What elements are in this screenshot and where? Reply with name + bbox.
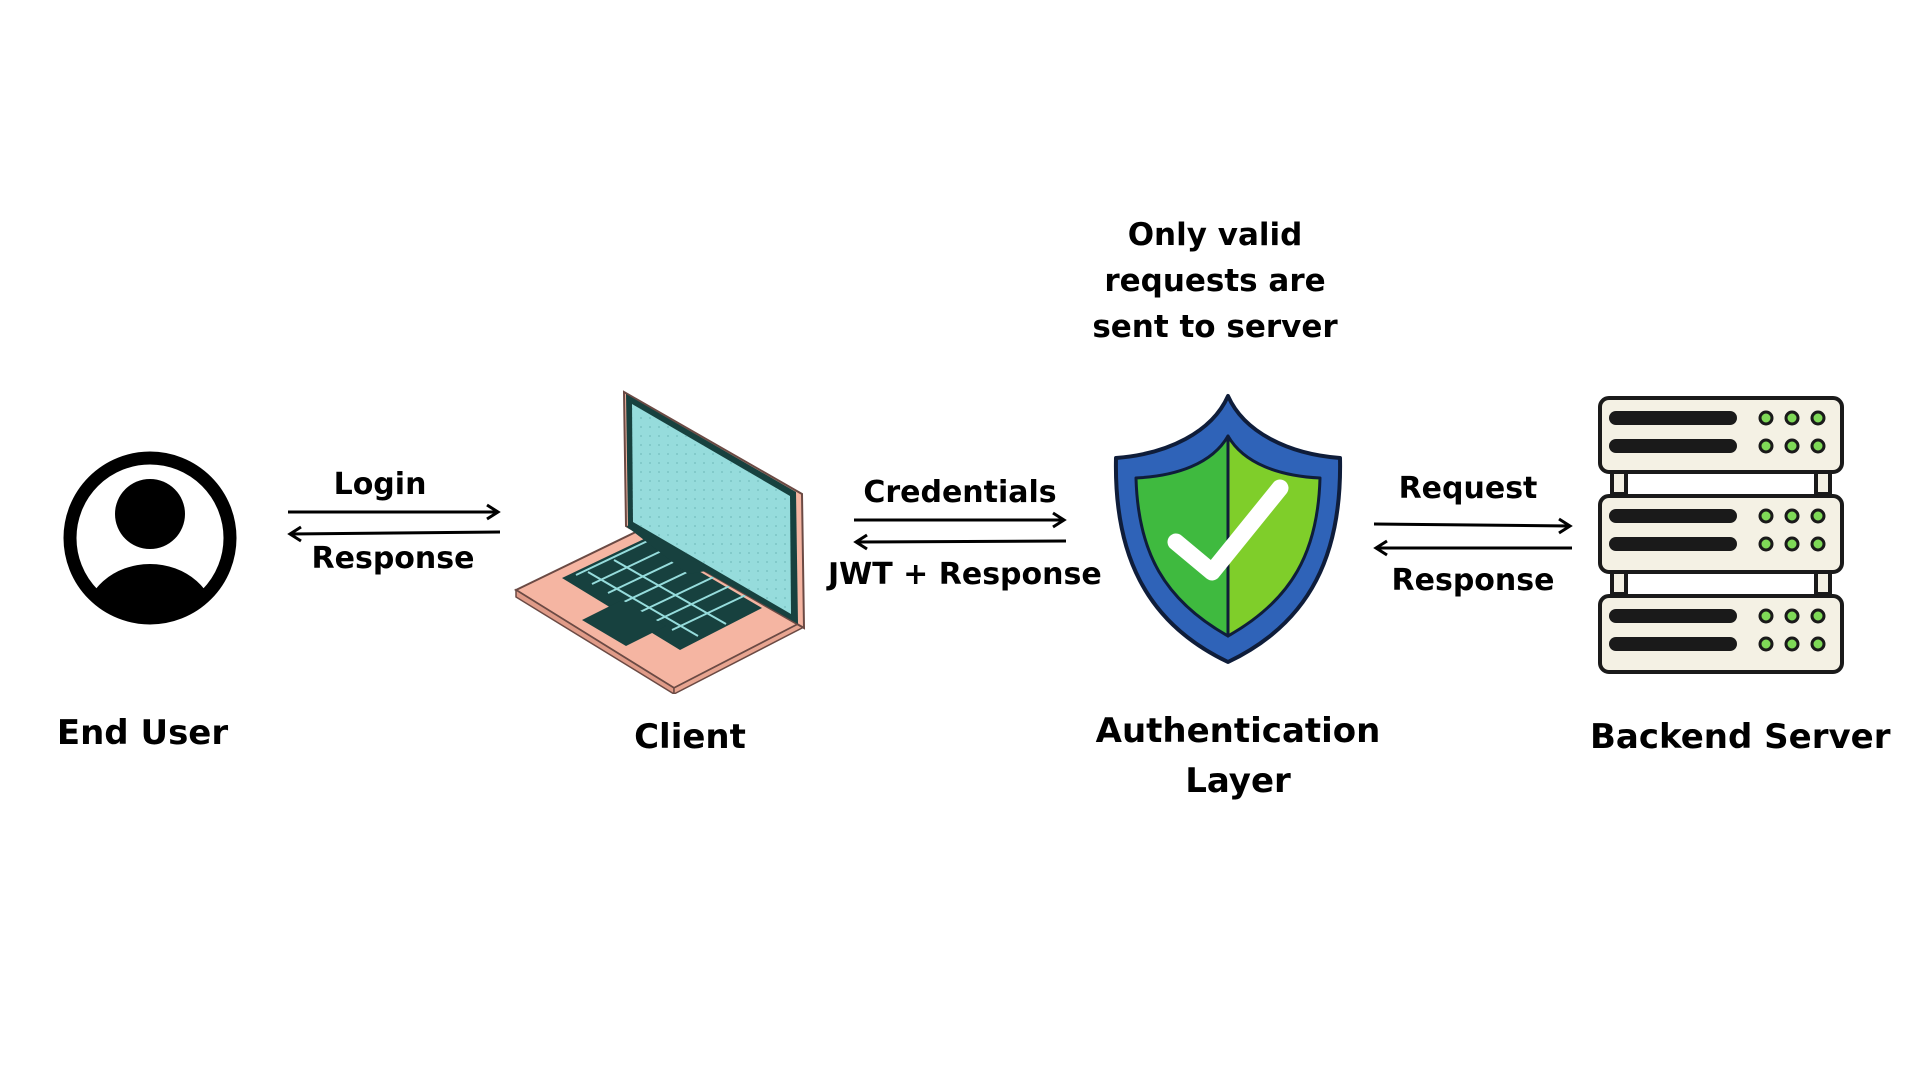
end-user-icon <box>62 450 238 626</box>
note-line-2: requests are <box>1104 263 1326 299</box>
request-edge-label: Request <box>1398 471 1538 506</box>
client-label: Client <box>634 717 746 757</box>
arrow-right-credentials <box>854 510 1068 530</box>
response-edge-label-2: Response <box>1391 563 1555 598</box>
note-line-1: Only valid <box>1127 217 1303 253</box>
auth-layer-label: Authentication Layer <box>1078 706 1398 806</box>
credentials-edge-label: Credentials <box>863 475 1057 510</box>
backend-server-label: Backend Server <box>1590 717 1891 757</box>
arrow-left-response <box>286 524 501 544</box>
shield-check-icon <box>1112 392 1344 666</box>
jwt-response-edge-label: JWT + Response <box>828 557 1102 592</box>
arrow-right-request <box>1373 516 1574 536</box>
arrow-left-jwt-response <box>852 532 1067 552</box>
arrow-right-login <box>288 502 502 522</box>
auth-layer-label-line1: Authentication <box>1095 711 1381 751</box>
note-line-3: sent to server <box>1092 309 1338 345</box>
auth-layer-label-line2: Layer <box>1185 761 1291 801</box>
arrow-left-response-2 <box>1372 538 1572 558</box>
response-edge-label-1: Response <box>311 541 475 576</box>
auth-note: Only valid requests are sent to server <box>1070 212 1360 350</box>
login-edge-label: Login <box>333 467 427 502</box>
end-user-label: End User <box>56 713 229 753</box>
server-rack-icon <box>1596 394 1846 676</box>
laptop-icon <box>512 388 808 694</box>
